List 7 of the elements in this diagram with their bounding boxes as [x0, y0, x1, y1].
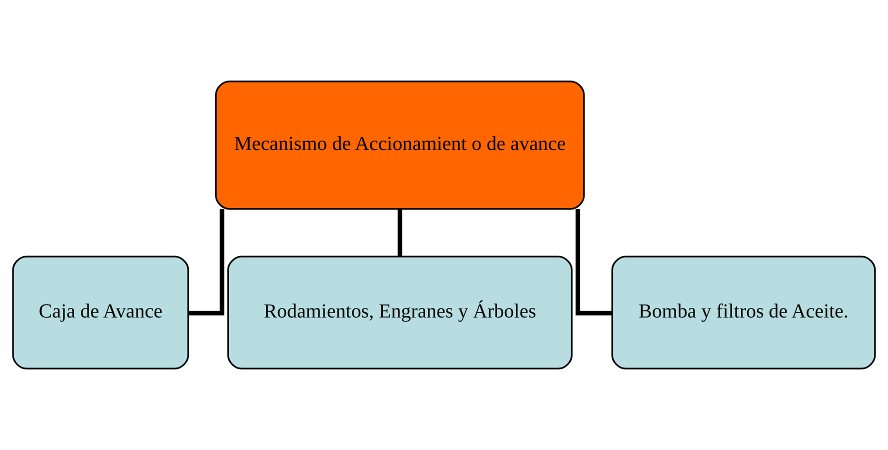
- connector: [188, 209, 224, 316]
- node-box: Caja de Avance: [12, 256, 190, 370]
- node-box: Rodamientos, Engranes y Árboles: [227, 256, 573, 370]
- connector: [576, 209, 612, 316]
- connector: [398, 208, 402, 256]
- node-box: Bomba y filtros de Aceite.: [611, 256, 876, 370]
- node-box: Mecanismo de Accionamient o de avance: [215, 80, 585, 210]
